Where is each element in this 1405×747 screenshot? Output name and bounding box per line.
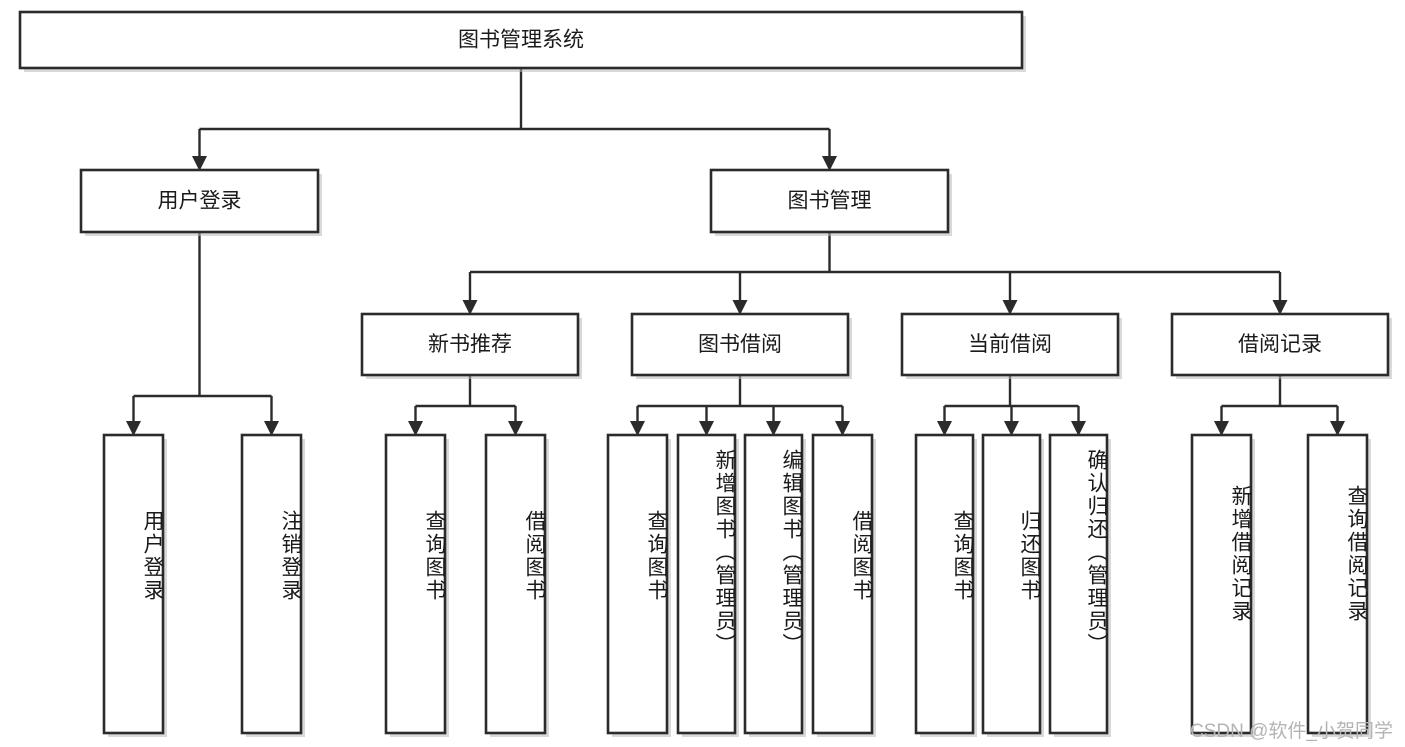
label-borrow-record: 借阅记录 bbox=[1238, 333, 1322, 356]
arrowhead-leaf-logout-login bbox=[264, 421, 279, 436]
node-box-root[interactable] bbox=[18, 10, 1024, 70]
arrowhead-leaf-query-book-2 bbox=[630, 421, 645, 436]
leaf-box-leaf-confirm-return-admin[interactable] bbox=[1048, 433, 1109, 735]
connector-group-borrow-record bbox=[1214, 375, 1345, 436]
label-book-management: 图书管理 bbox=[788, 190, 872, 213]
arrowhead-leaf-user-login bbox=[126, 421, 141, 436]
leaf-box-leaf-edit-book-admin[interactable] bbox=[743, 433, 804, 735]
label-user-login: 用户登录 bbox=[158, 190, 242, 213]
node-box-borrow-record[interactable] bbox=[1170, 312, 1390, 377]
connector-group-user-login bbox=[126, 232, 279, 436]
arrowhead-user-login bbox=[192, 156, 207, 171]
arrowhead-leaf-query-book-3 bbox=[937, 421, 952, 436]
connector-group-book-management bbox=[462, 232, 1288, 315]
arrowhead-current-borrow bbox=[1002, 300, 1018, 315]
arrowhead-leaf-add-borrow-record bbox=[1214, 421, 1229, 436]
node-box-user-login[interactable] bbox=[79, 168, 320, 234]
leaf-box-leaf-query-book-3[interactable] bbox=[914, 433, 975, 735]
node-box-current-borrow[interactable] bbox=[900, 312, 1120, 377]
connector-layer bbox=[126, 68, 1345, 436]
arrowhead-leaf-borrow-book-2 bbox=[835, 421, 850, 436]
connector-group-new-book-recommend bbox=[408, 375, 523, 436]
leaf-box-leaf-add-borrow-record[interactable] bbox=[1190, 433, 1253, 735]
leaf-box-leaf-borrow-book-2[interactable] bbox=[811, 433, 874, 735]
leaf-box-leaf-query-borrow-record[interactable] bbox=[1306, 433, 1369, 735]
leaf-box-leaf-return-book[interactable] bbox=[981, 433, 1042, 735]
connector-group-book-borrow bbox=[630, 375, 850, 436]
box-layer bbox=[18, 10, 1392, 737]
leaf-box-leaf-query-book-1[interactable] bbox=[384, 433, 447, 735]
arrowhead-leaf-return-book bbox=[1004, 421, 1019, 436]
label-current-borrow: 当前借阅 bbox=[968, 333, 1052, 356]
arrowhead-leaf-query-book-1 bbox=[408, 421, 423, 436]
arrowhead-leaf-add-book-admin bbox=[699, 421, 714, 436]
node-box-book-management[interactable] bbox=[709, 168, 950, 234]
label-new-book-recommend: 新书推荐 bbox=[428, 333, 512, 356]
arrowhead-book-management bbox=[822, 156, 837, 171]
leaf-box-leaf-borrow-book-1[interactable] bbox=[484, 433, 547, 735]
arrowhead-leaf-confirm-return-admin bbox=[1071, 421, 1086, 436]
leaf-box-leaf-user-login[interactable] bbox=[102, 433, 165, 735]
arrowhead-borrow-record bbox=[1272, 300, 1288, 315]
node-box-book-borrow[interactable] bbox=[630, 312, 850, 377]
connector-group-root bbox=[192, 68, 837, 171]
label-root: 图书管理系统 bbox=[458, 29, 584, 52]
arrowhead-leaf-query-borrow-record bbox=[1330, 421, 1345, 436]
node-box-new-book-recommend[interactable] bbox=[360, 312, 580, 377]
arrowhead-new-book-recommend bbox=[462, 300, 478, 315]
connector-group-current-borrow bbox=[937, 375, 1086, 436]
leaf-box-leaf-query-book-2[interactable] bbox=[606, 433, 669, 735]
csdn-watermark: CSDN @软件_小贺同学 bbox=[1190, 721, 1393, 742]
label-book-borrow: 图书借阅 bbox=[698, 333, 782, 356]
arrowhead-book-borrow bbox=[732, 300, 748, 315]
leaf-box-leaf-logout-login[interactable] bbox=[240, 433, 303, 735]
arrowhead-leaf-edit-book-admin bbox=[766, 421, 781, 436]
arrowhead-leaf-borrow-book-1 bbox=[508, 421, 523, 436]
leaf-box-leaf-add-book-admin[interactable] bbox=[676, 433, 737, 735]
